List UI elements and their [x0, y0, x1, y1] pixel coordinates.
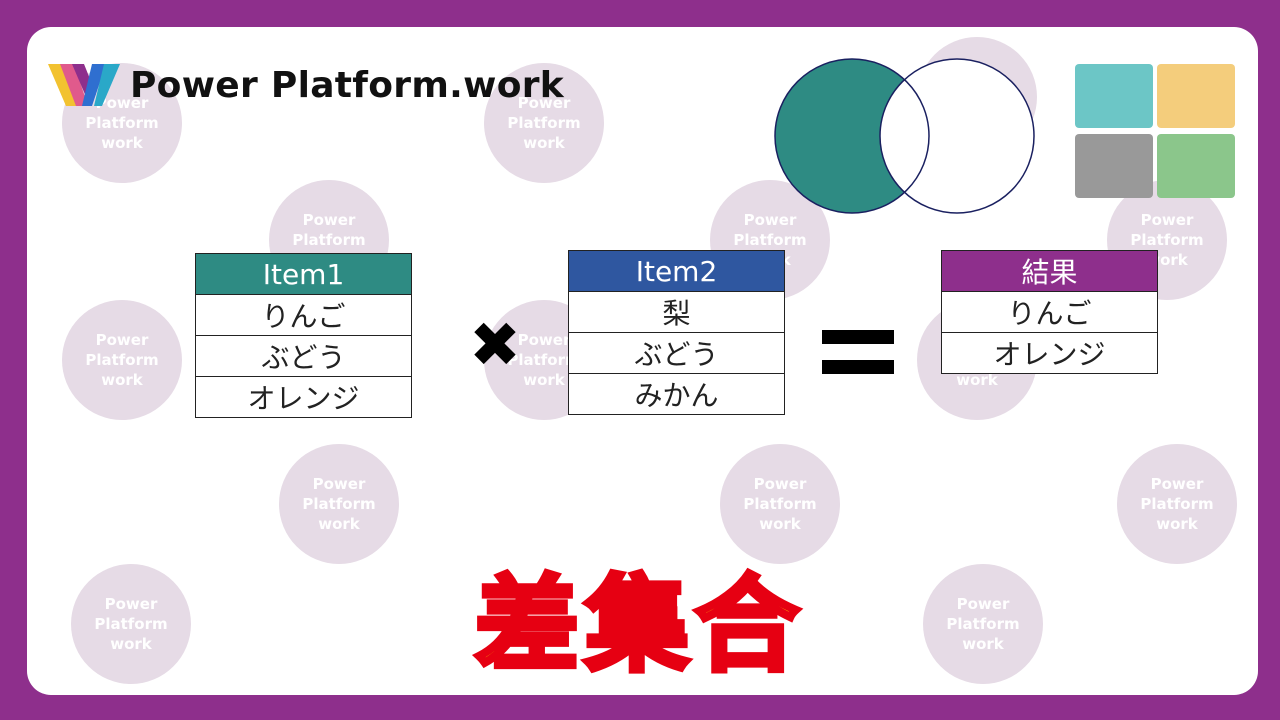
- table-item2: Item2 梨 ぶどう みかん: [568, 250, 785, 415]
- venn-diagram: [774, 58, 1035, 214]
- brand-header: Power Platform.work: [48, 62, 564, 108]
- tile-green: [1157, 134, 1235, 198]
- table-result: 結果 りんご オレンジ: [941, 250, 1158, 374]
- multiply-icon: ✖: [469, 308, 521, 381]
- tile-gray: [1075, 134, 1153, 198]
- equals-bar: [822, 330, 894, 344]
- table-cell: 梨: [568, 291, 785, 333]
- table-cell: ぶどう: [568, 332, 785, 374]
- tile-teal: [1075, 64, 1153, 128]
- equals-icon: [822, 330, 894, 374]
- color-tiles: [1075, 64, 1237, 198]
- page-title: 差集合: [472, 562, 805, 689]
- table-header: Item1: [195, 253, 412, 295]
- table-cell: オレンジ: [195, 376, 412, 418]
- brand-logo-icon: [48, 64, 120, 106]
- table-cell: みかん: [568, 373, 785, 415]
- tile-yellow: [1157, 64, 1235, 128]
- table-cell: りんご: [941, 291, 1158, 333]
- table-header: 結果: [941, 250, 1158, 292]
- brand-name: Power Platform.work: [130, 64, 565, 106]
- equals-bar: [822, 360, 894, 374]
- table-cell: オレンジ: [941, 332, 1158, 374]
- table-item1: Item1 りんご ぶどう オレンジ: [195, 253, 412, 418]
- table-header: Item2: [568, 250, 785, 292]
- table-cell: りんご: [195, 294, 412, 336]
- table-cell: ぶどう: [195, 335, 412, 377]
